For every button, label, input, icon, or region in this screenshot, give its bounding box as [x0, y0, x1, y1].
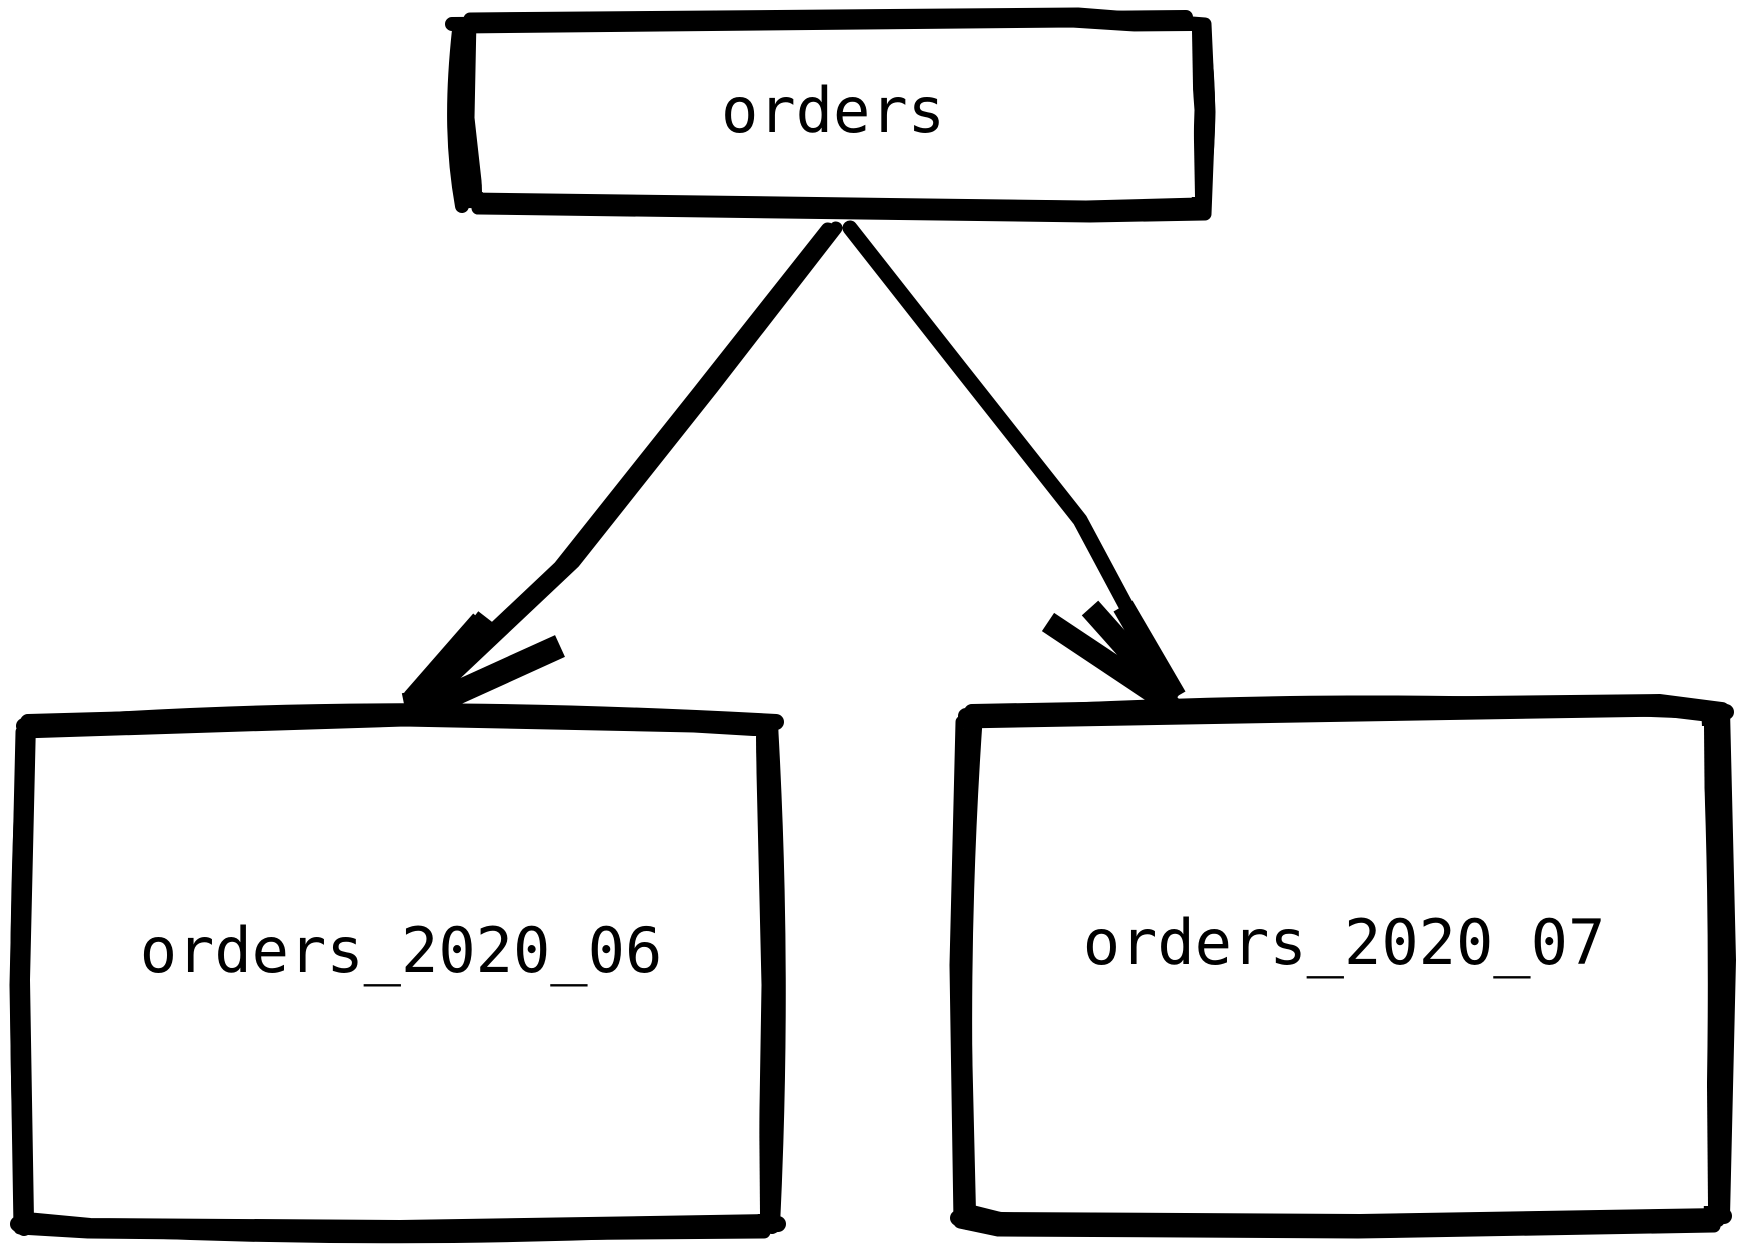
edge-orders-to-orders-2020-07[interactable]	[842, 220, 1189, 712]
node-orders-2020-06-shape[interactable]	[9, 703, 786, 1244]
node-orders-2020-07-shape[interactable]	[949, 694, 1736, 1239]
node-label-orders-2020-07: orders_2020_07	[1082, 906, 1606, 979]
node-label-orders: orders	[721, 74, 945, 147]
node-orders-shape[interactable]	[445, 7, 1216, 223]
node-label-orders-2020-06: orders_2020_06	[139, 914, 663, 987]
edge-orders-to-orders-2020-06[interactable]	[401, 221, 843, 716]
